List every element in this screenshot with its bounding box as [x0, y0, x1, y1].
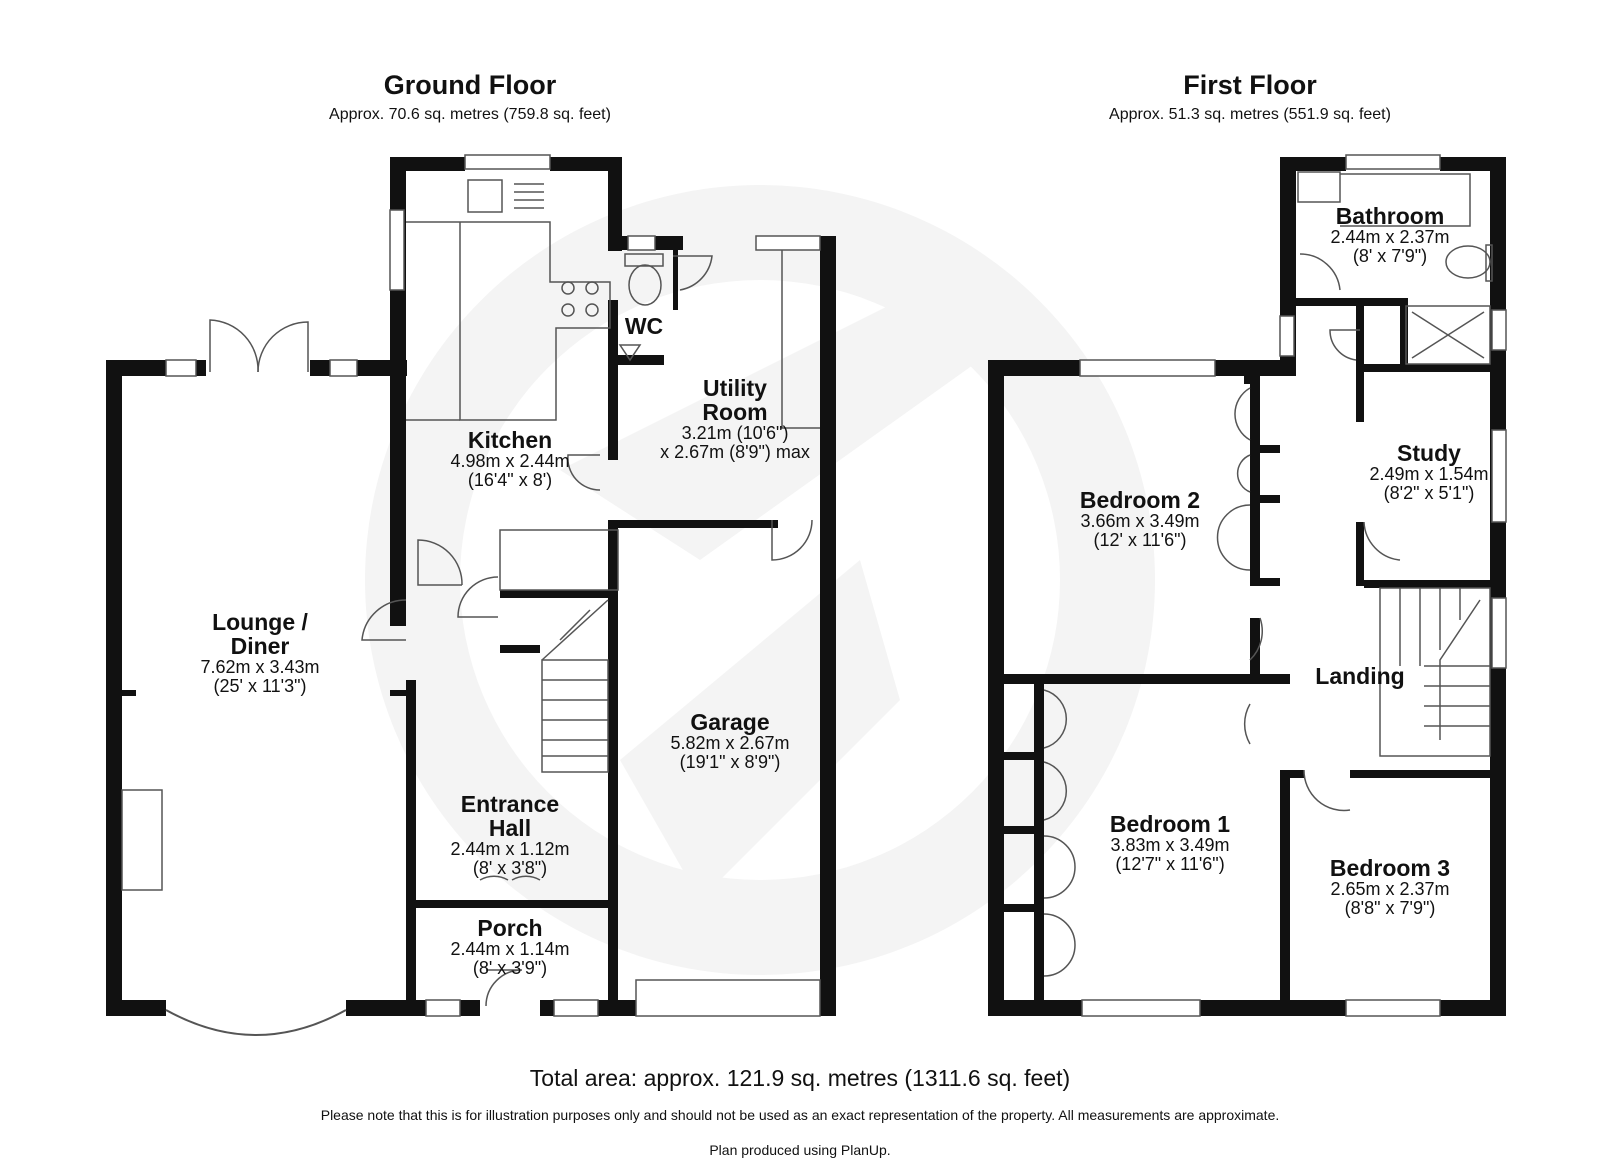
ground-floor-plan — [106, 154, 836, 1036]
room-dimensions-metric: 2.49m x 1.54m — [1369, 464, 1489, 485]
room-dimensions-metric: 3.83m x 3.49m — [1110, 835, 1230, 856]
room-dimensions-imperial: (12' x 11'6") — [1093, 530, 1187, 551]
room-dimensions-metric: 4.98m x 2.44m — [450, 451, 570, 472]
plan-credit: Plan produced using PlanUp. — [709, 1142, 891, 1158]
room-utility: Utility Room 3.21m (10'6") x 2.67m (8'9"… — [640, 376, 830, 462]
room-name: Bedroom 2 — [1079, 487, 1201, 513]
room-name: Diner — [230, 633, 290, 660]
room-name: Study — [1397, 440, 1461, 466]
room-name: Entrance — [460, 791, 560, 817]
room-dimensions-metric: 3.21m (10'6") — [681, 423, 789, 444]
room-dimensions-imperial: (8' x 3'9") — [472, 958, 548, 979]
room-dimensions-metric: 5.82m x 2.67m — [670, 733, 790, 754]
room-dimensions-metric: 2.44m x 1.12m — [450, 839, 570, 860]
room-name: Hall — [488, 815, 532, 842]
room-bathroom: Bathroom 2.44m x 2.37m (8' x 7'9") — [1300, 204, 1480, 266]
room-name: Porch — [477, 915, 543, 941]
room-study: Study 2.49m x 1.54m (8'2" x 5'1") — [1364, 441, 1494, 503]
ground-floor-title: Ground Floor — [383, 70, 557, 100]
room-bedroom-1: Bedroom 1 3.83m x 3.49m (12'7" x 11'6") — [1080, 812, 1260, 874]
first-floor-area: Approx. 51.3 sq. metres (551.9 sq. feet) — [1109, 106, 1391, 123]
ground-floor-area: Approx. 70.6 sq. metres (759.8 sq. feet) — [329, 106, 611, 123]
room-dimensions-metric: 2.44m x 2.37m — [1330, 227, 1450, 248]
room-dimensions-metric: 7.62m x 3.43m — [200, 657, 320, 678]
room-name: WC — [624, 313, 664, 339]
room-dimensions-imperial: (8'2" x 5'1") — [1383, 483, 1475, 504]
room-name: Bathroom — [1335, 203, 1445, 229]
room-name: Landing — [1315, 663, 1405, 689]
room-dimensions-imperial: (19'1" x 8'9") — [679, 752, 781, 773]
room-dimensions-imperial: (8'8" x 7'9") — [1344, 898, 1436, 919]
room-dimensions-imperial: (8' x 3'8") — [472, 858, 548, 879]
room-entrance-hall: Entrance Hall 2.44m x 1.12m (8' x 3'8") — [420, 792, 600, 878]
ground-windows — [165, 154, 821, 1017]
room-name: Garage — [690, 709, 770, 735]
first-floor-title: First Floor — [1183, 70, 1317, 100]
first-windows — [1079, 154, 1507, 1017]
room-name: Utility — [703, 375, 767, 401]
disclaimer-note: Please note that this is for illustratio… — [320, 1107, 1280, 1123]
room-bedroom-2: Bedroom 2 3.66m x 3.49m (12' x 11'6") — [1050, 488, 1230, 550]
first-floor-plan — [988, 154, 1507, 1017]
room-name: Bedroom 1 — [1109, 811, 1231, 837]
room-dimensions-imperial: x 2.67m (8'9") max — [660, 442, 810, 463]
first-walls — [988, 157, 1506, 1016]
room-name: Bedroom 3 — [1329, 855, 1451, 881]
room-dimensions-metric: 3.66m x 3.49m — [1080, 511, 1200, 532]
room-wc: WC — [616, 314, 672, 338]
room-dimensions-imperial: (12'7" x 11'6") — [1115, 854, 1225, 875]
room-garage: Garage 5.82m x 2.67m (19'1" x 8'9") — [640, 710, 820, 772]
room-kitchen: Kitchen 4.98m x 2.44m (16'4" x 8') — [420, 428, 600, 490]
room-name: Room — [702, 399, 768, 426]
room-name: Lounge / — [212, 609, 308, 635]
room-landing: Landing — [1300, 664, 1420, 688]
room-dimensions-metric: 2.44m x 1.14m — [450, 939, 570, 960]
room-dimensions-imperial: (8' x 7'9") — [1352, 246, 1428, 267]
room-lounge-diner: Lounge / Diner 7.62m x 3.43m (25' x 11'3… — [150, 610, 370, 696]
room-porch: Porch 2.44m x 1.14m (8' x 3'9") — [420, 916, 600, 978]
room-dimensions-imperial: (25' x 11'3") — [213, 676, 307, 697]
ground-stairs — [499, 529, 619, 773]
first-stairs — [1379, 587, 1491, 757]
room-bedroom-3: Bedroom 3 2.65m x 2.37m (8'8" x 7'9") — [1300, 856, 1480, 918]
total-area: Total area: approx. 121.9 sq. metres (13… — [529, 1065, 1071, 1091]
room-dimensions-imperial: (16'4" x 8') — [467, 470, 553, 491]
room-dimensions-metric: 2.65m x 2.37m — [1330, 879, 1450, 900]
room-name: Kitchen — [467, 427, 553, 453]
